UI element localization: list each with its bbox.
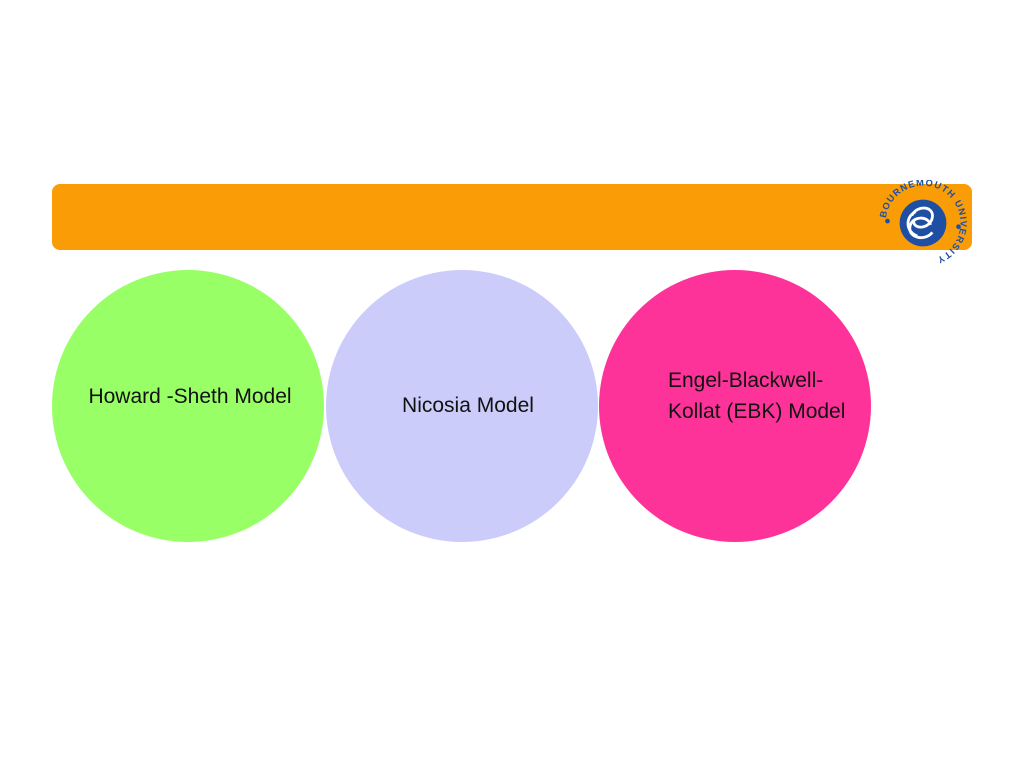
howard-sheth-circle <box>52 270 324 542</box>
ebk-label: Engel-Blackwell-Kollat (EBK) Model <box>668 369 846 423</box>
nicosia-label: Nicosia Model <box>402 394 534 417</box>
bournemouth-university-logo-icon: BOURNEMOUTH UNIVERSITY <box>878 180 967 265</box>
howard-sheth-label: Howard -Sheth Model <box>88 385 292 408</box>
title-bar <box>52 184 972 250</box>
ebk-circle <box>599 270 871 542</box>
nicosia-circle <box>326 270 598 542</box>
